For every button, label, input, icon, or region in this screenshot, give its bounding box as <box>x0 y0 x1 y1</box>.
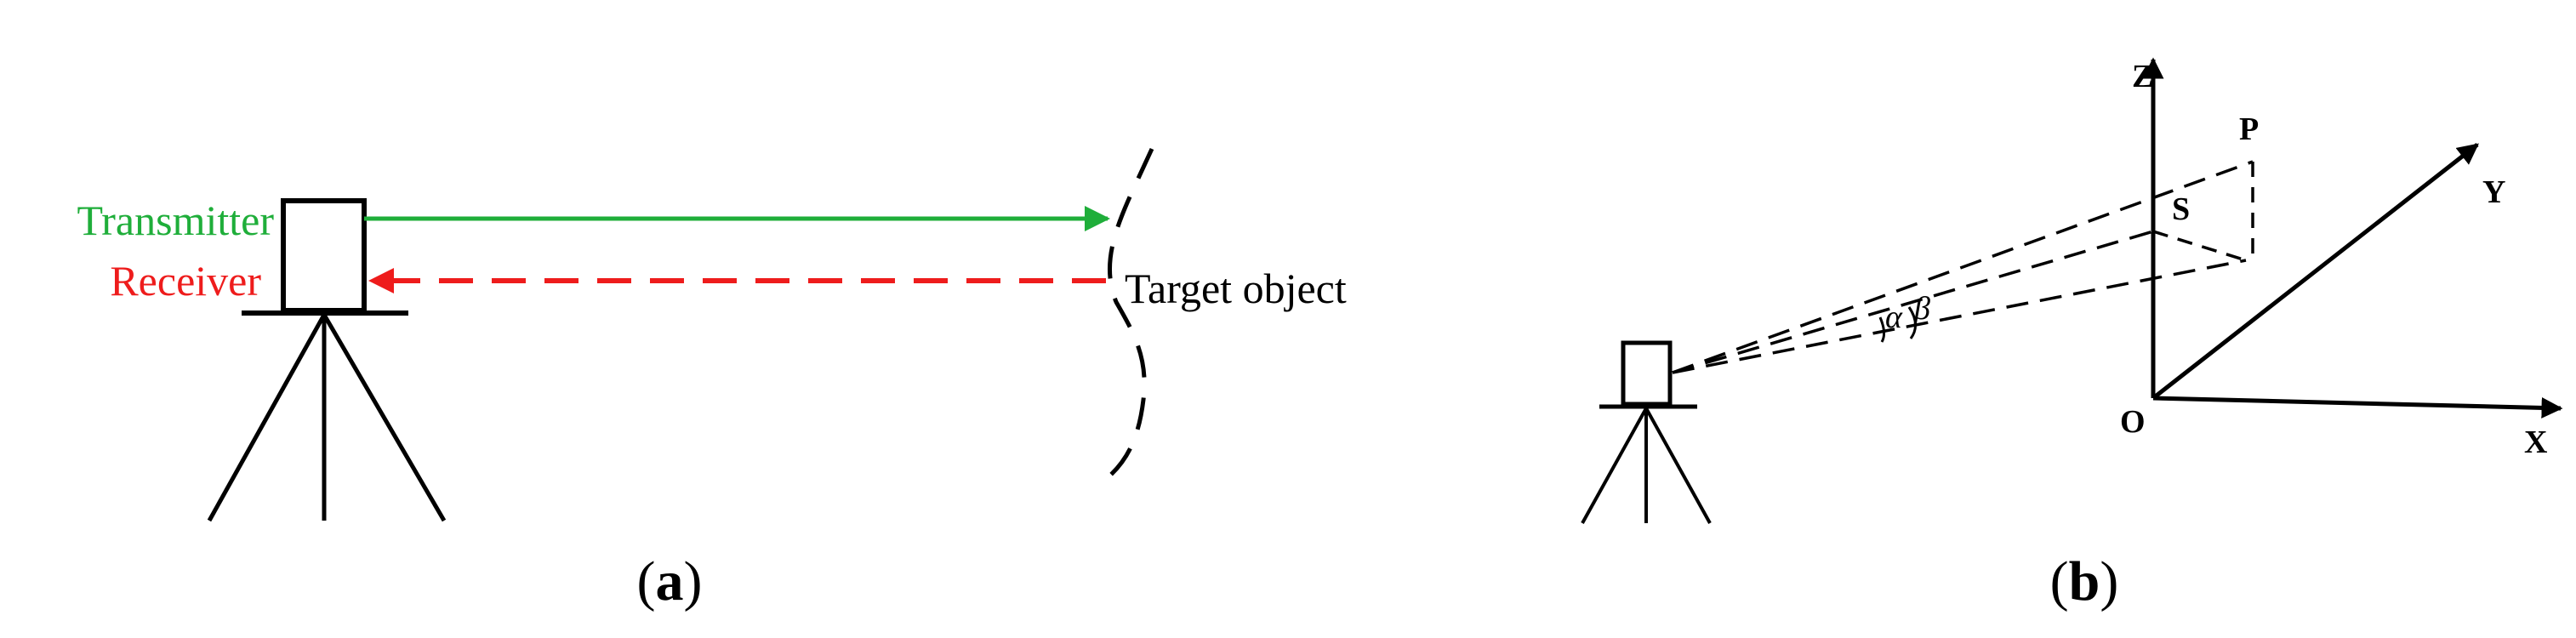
caption-a-close: ) <box>684 550 703 612</box>
angle-beta-label: β <box>1913 291 1930 327</box>
transmitter-label: Transmitter <box>77 197 275 244</box>
angle-alpha-label: α <box>1885 299 1903 335</box>
panel-a: Transmitter Receiver Target object (a) <box>77 147 1347 612</box>
ray-to-s <box>1672 230 2154 374</box>
receiver-label: Receiver <box>110 257 261 305</box>
target-object-surface <box>1103 147 1154 482</box>
projection-s-to-ground <box>2152 230 2247 262</box>
axis-z-label: Z <box>2132 59 2153 94</box>
instrument-box-a <box>281 198 367 313</box>
instrument-box-b <box>1621 340 1673 407</box>
target-object-label: Target object <box>1125 265 1347 312</box>
axis-x-line <box>2152 396 2563 419</box>
caption-a-letter: a <box>656 550 684 612</box>
ray-to-p <box>1672 160 2254 374</box>
axis-y-label: Y <box>2482 174 2505 210</box>
caption-b-open: ( <box>2050 550 2069 612</box>
panel-b: Z Y X O P S α β (b) <box>1581 57 2563 612</box>
caption-b-letter: b <box>2069 550 2100 612</box>
point-p-label: P <box>2239 111 2259 147</box>
axis-y-line <box>2151 143 2479 400</box>
ray-to-ground <box>1672 259 2247 374</box>
origin-label: O <box>2120 404 2146 440</box>
angle-arc-alpha <box>1878 316 1886 343</box>
tripod-leg-right-a <box>322 313 447 522</box>
caption-a: (a) <box>637 550 703 612</box>
caption-a-open: ( <box>637 550 656 612</box>
caption-b-close: ) <box>2100 550 2118 612</box>
axis-x-label: X <box>2524 424 2547 460</box>
tripod-leg-left-a <box>207 313 327 522</box>
tripod-leg-right-b <box>1644 407 1712 524</box>
angle-arc-beta <box>1907 306 1917 339</box>
caption-b: (b) <box>2050 550 2119 612</box>
tripod-leg-left-b <box>1581 407 1648 524</box>
point-s-label: S <box>2172 191 2190 227</box>
